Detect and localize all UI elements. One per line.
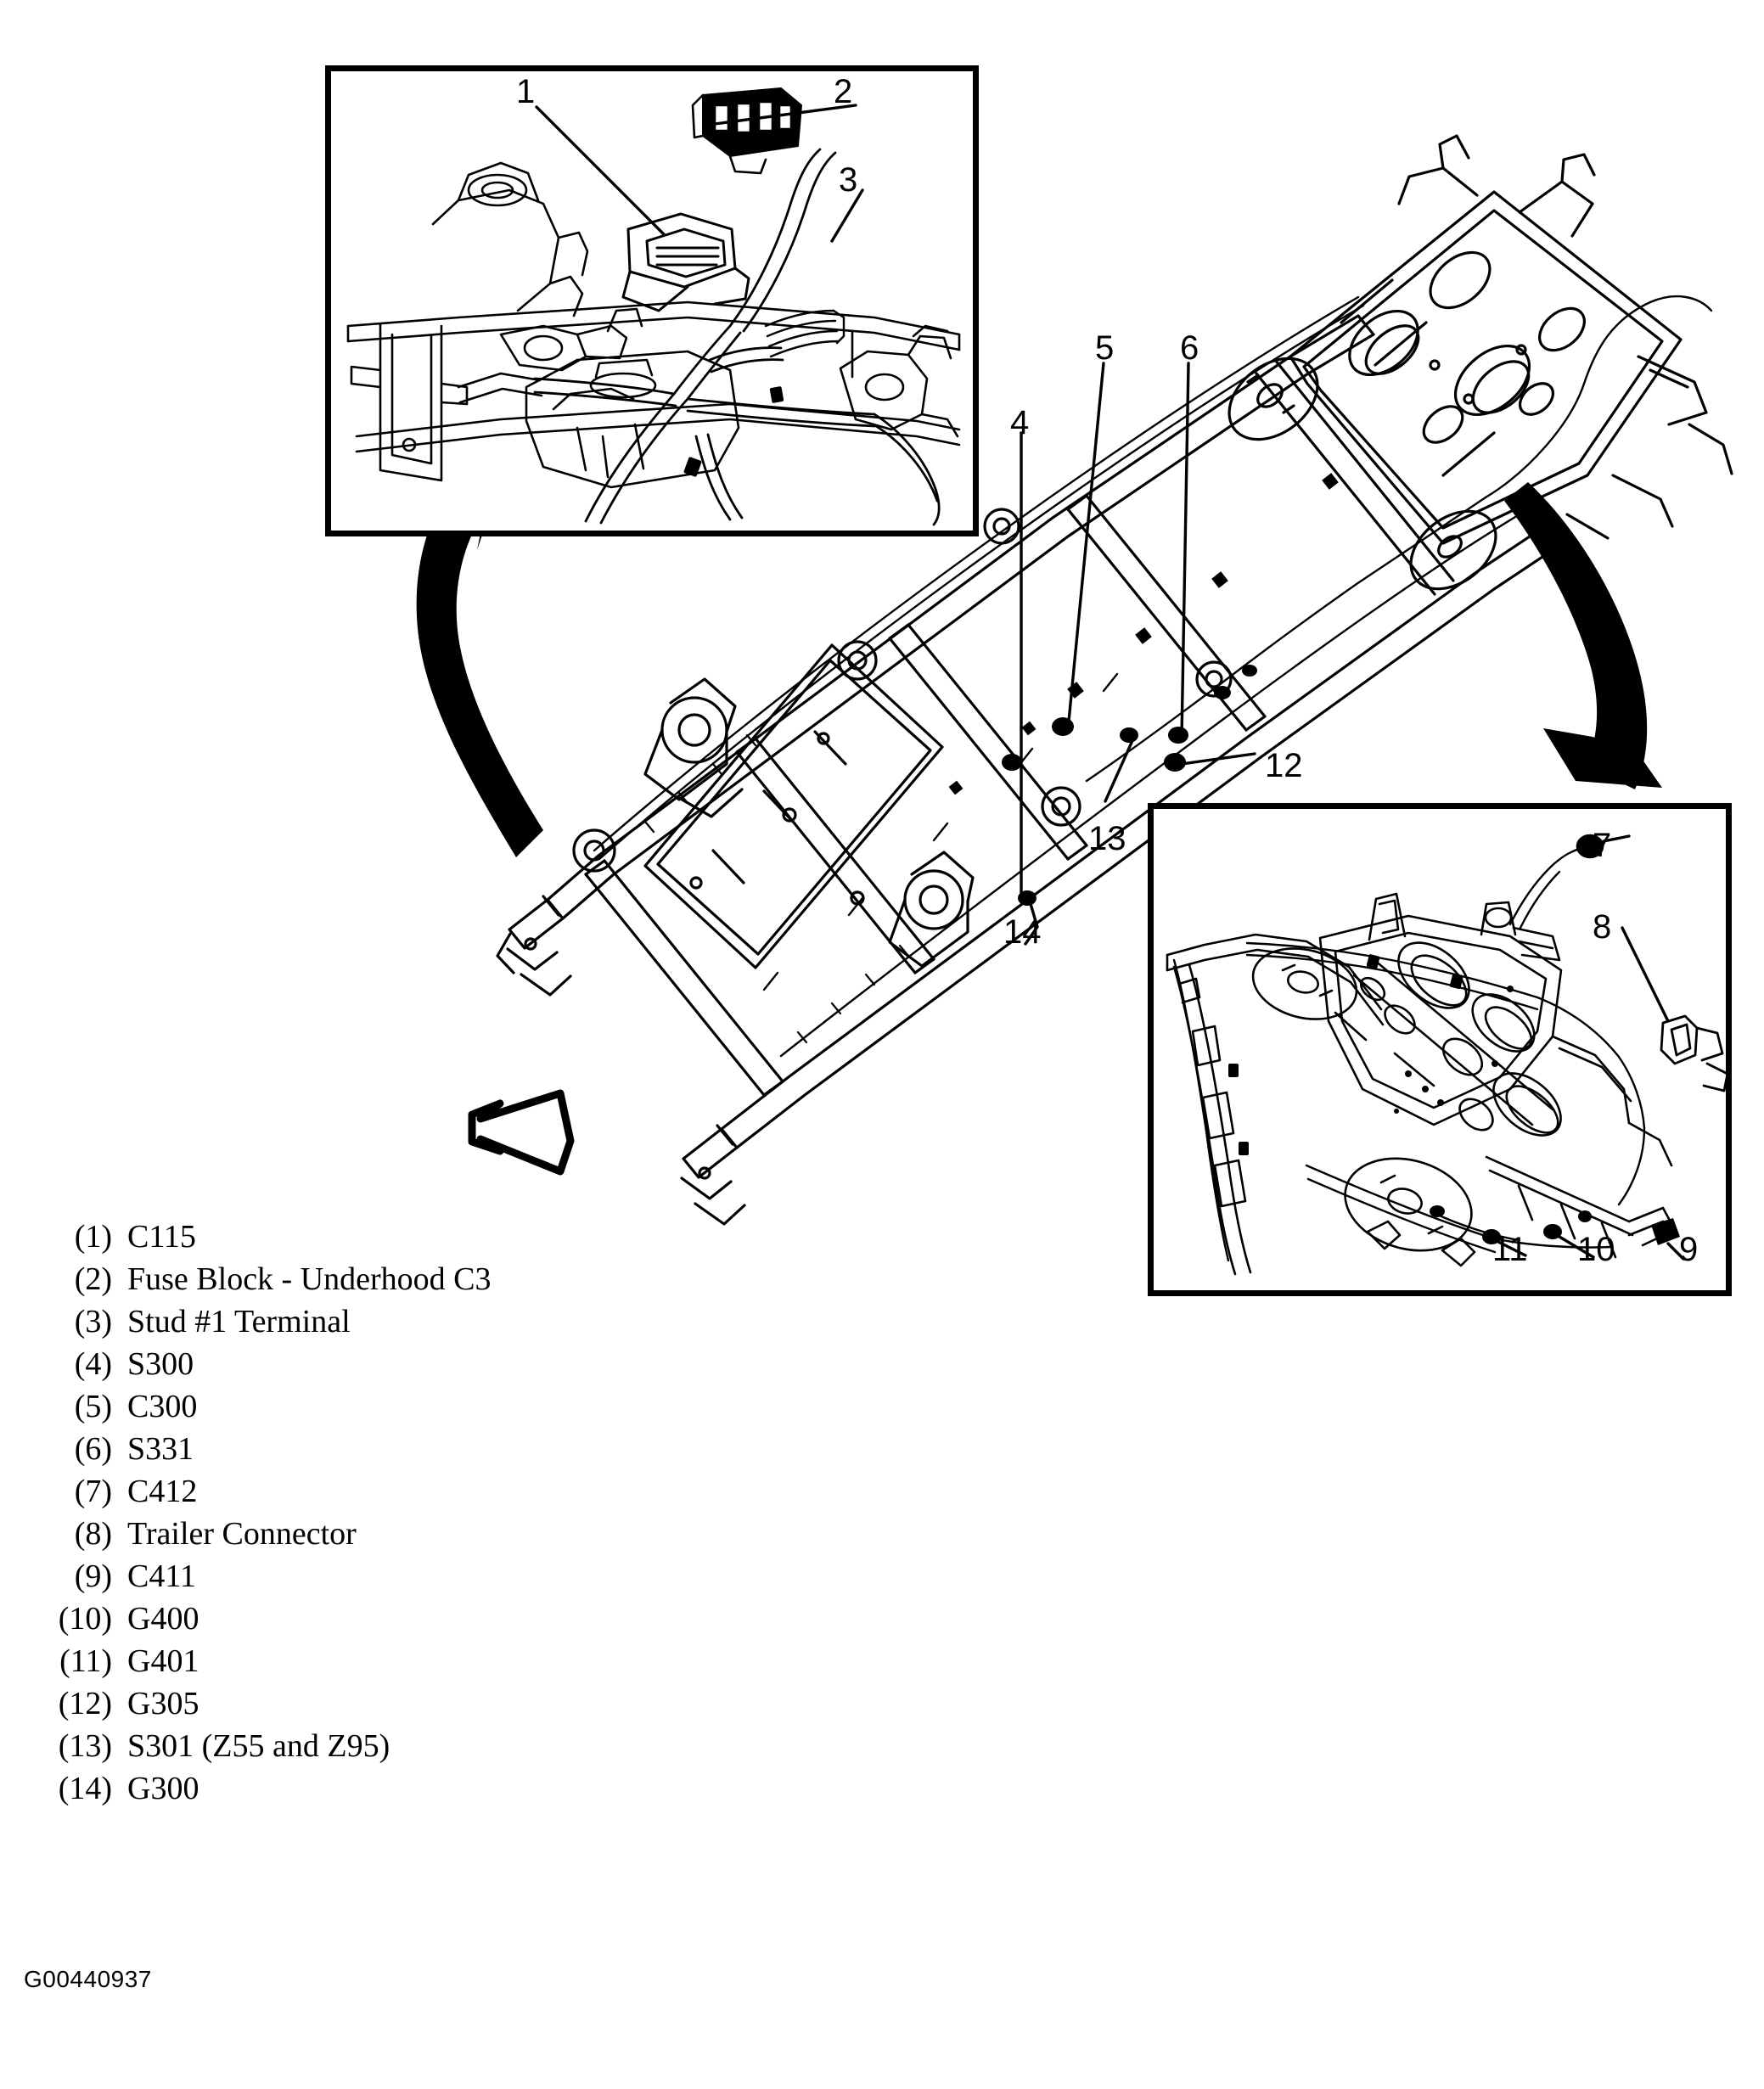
legend-number: (11) [59,1643,112,1679]
legend-item: (12) G305 [34,1685,798,1727]
callout-13: 13 [1088,820,1126,857]
callout-12: 12 [1265,747,1303,784]
callout-6: 6 [1180,329,1199,367]
legend-label: Fuse Block - Underhood C3 [127,1261,492,1297]
legend-item: (5) C300 [34,1388,798,1430]
callout-10: 10 [1577,1231,1615,1268]
legend-label: G305 [127,1686,199,1721]
legend-label: C300 [127,1389,198,1424]
legend-item: (7) C412 [34,1473,798,1515]
legend-number: (12) [58,1686,112,1721]
legend-item: (3) Stud #1 Terminal [34,1303,798,1345]
arrow-to-rear-inset [1504,482,1662,789]
legend-number: (10) [58,1601,112,1637]
legend-number: (4) [74,1346,112,1382]
legend-label: S300 [127,1346,194,1382]
legend-number: (9) [74,1558,112,1594]
component-legend: (1) C115 (2) Fuse Block - Underhood C3 (… [34,1218,798,1812]
legend-label: G400 [127,1601,199,1637]
legend-item: (13) S301 (Z55 and Z95) [34,1727,798,1770]
callout-2: 2 [834,73,853,110]
callout-5: 5 [1095,329,1115,367]
legend-item: (10) G400 [34,1600,798,1643]
legend-item: (4) S300 [34,1345,798,1388]
legend-label: C115 [127,1219,196,1255]
legend-item: (14) G300 [34,1770,798,1812]
callout-11: 11 [1492,1231,1528,1268]
callout-9: 9 [1679,1231,1699,1268]
legend-item: (9) C411 [34,1558,798,1600]
callout-14: 14 [1003,913,1042,951]
legend-item: (6) S331 [34,1430,798,1473]
legend-number: (13) [58,1728,112,1764]
legend-label: S301 (Z55 and Z95) [127,1728,390,1764]
legend-label: G300 [127,1771,199,1806]
callout-1: 1 [516,73,536,110]
legend-number: (6) [74,1431,112,1467]
legend-number: (2) [74,1261,112,1297]
figure-id-label: G00440937 [24,1966,152,1992]
inset-panel-rear-frame [1148,803,1732,1296]
inset-panel-engine-compartment [325,65,979,536]
legend-number: (14) [58,1771,112,1806]
legend-item: (8) Trailer Connector [34,1515,798,1558]
callout-3: 3 [839,161,858,199]
direction-indicator-arrow [468,1089,575,1176]
legend-label: C411 [127,1558,196,1594]
legend-item: (11) G401 [34,1643,798,1685]
legend-label: Stud #1 Terminal [127,1304,351,1339]
legend-item: (1) C115 [34,1218,798,1261]
engine-inset-leaders [535,104,864,243]
callout-4: 4 [1010,404,1030,441]
rear-inset-leaders [1490,834,1685,1261]
legend-item: (2) Fuse Block - Underhood C3 [34,1261,798,1303]
engine-compartment-illustration [346,87,961,526]
legend-number: (1) [74,1219,112,1255]
callout-7: 7 [1593,827,1612,864]
legend-number: (5) [74,1389,112,1424]
legend-label: C412 [127,1474,198,1509]
rear-frame-illustration [1166,834,1726,1276]
legend-label: G401 [127,1643,199,1679]
legend-label: S331 [127,1431,194,1467]
legend-number: (8) [74,1516,112,1552]
callout-8: 8 [1593,908,1612,946]
legend-number: (3) [74,1304,112,1339]
legend-label: Trailer Connector [127,1516,357,1552]
legend-number: (7) [74,1474,112,1509]
